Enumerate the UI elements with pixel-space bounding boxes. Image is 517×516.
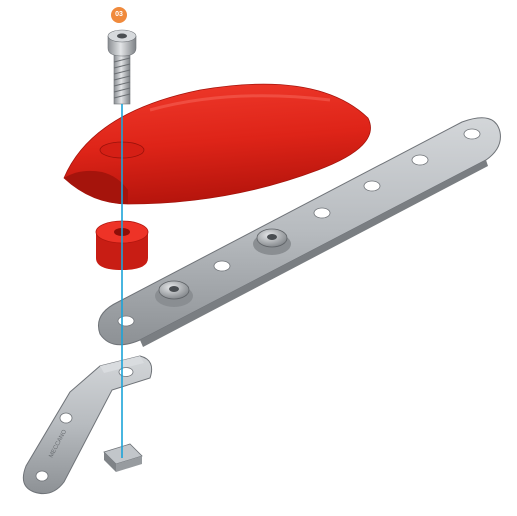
angle-bracket: MECCANO (23, 356, 151, 494)
cap-screw (108, 30, 136, 104)
strip-hole (412, 155, 428, 165)
bracket-hole (36, 471, 48, 481)
red-fairing (64, 84, 371, 204)
strip-hole (364, 181, 380, 191)
bracket-hole (60, 413, 72, 423)
strip-hole (214, 261, 230, 271)
strip-hole (464, 129, 480, 139)
step-badge-label: 03 (111, 7, 127, 23)
bracket-hole (119, 368, 133, 377)
strip-hole (314, 208, 330, 218)
square-nut (104, 444, 142, 472)
strip-hole (118, 316, 134, 326)
